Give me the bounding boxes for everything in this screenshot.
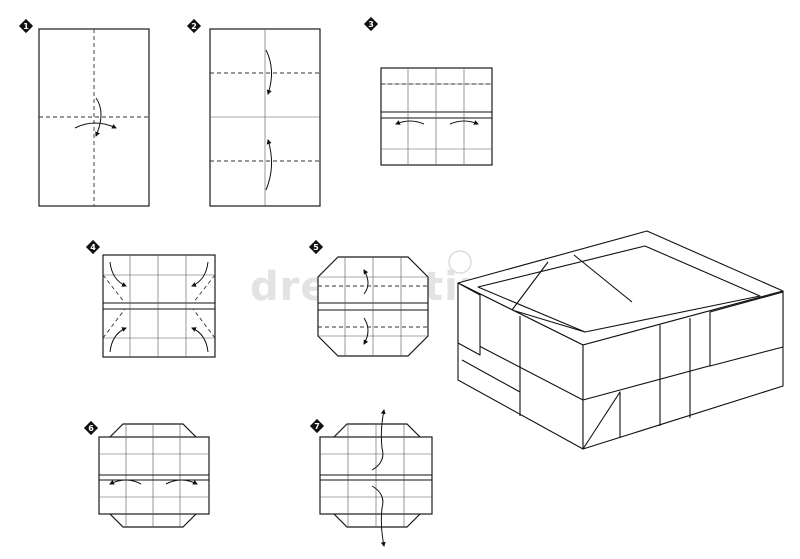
fold-arrow: [165, 479, 198, 485]
fold-arrow: [95, 97, 102, 137]
step-badge: 4: [85, 239, 101, 255]
step-number: 4: [90, 243, 96, 252]
unfold-arrow: [371, 409, 386, 471]
paper-sheet: [102, 254, 216, 358]
box-interior: [477, 245, 761, 333]
fold-arrow: [265, 139, 272, 191]
step-badge: 1: [18, 18, 34, 34]
step-number: 5: [313, 243, 319, 252]
step-number: 1: [23, 22, 29, 31]
step-7: 7: [309, 409, 433, 547]
step-4: 4: [85, 239, 216, 358]
step-badge: 6: [83, 420, 99, 436]
step-badge: 5: [308, 239, 324, 255]
box-flap: [457, 282, 481, 356]
fold-arrow: [109, 261, 127, 287]
fold-arrow: [363, 317, 369, 345]
step-3: 3: [363, 16, 493, 166]
step-6: 6: [83, 420, 210, 528]
step-number: 7: [314, 422, 320, 431]
step-2: 2: [186, 18, 321, 207]
finished-box: [457, 230, 784, 450]
fold-arrow: [74, 122, 117, 129]
fold-arrow: [191, 327, 209, 353]
step-1: 1: [18, 18, 150, 207]
step-badge: 7: [309, 418, 325, 434]
fold-arrow: [265, 49, 272, 95]
fold-arrow: [109, 327, 127, 353]
step-5: 5: [308, 239, 429, 357]
fold-arrow: [363, 269, 369, 295]
fold-arrow: [109, 479, 142, 485]
step-number: 2: [191, 22, 197, 31]
unfold-arrow: [371, 485, 386, 547]
fold-arrow: [395, 120, 425, 125]
step-number: 3: [368, 20, 374, 29]
fold-arrow: [191, 261, 209, 287]
step-number: 6: [88, 424, 94, 433]
step-badge: 2: [186, 18, 202, 34]
fold-arrow: [449, 120, 479, 125]
paper-sheet: [380, 67, 493, 166]
step-badge: 3: [363, 16, 379, 32]
box-flap: [709, 291, 784, 367]
